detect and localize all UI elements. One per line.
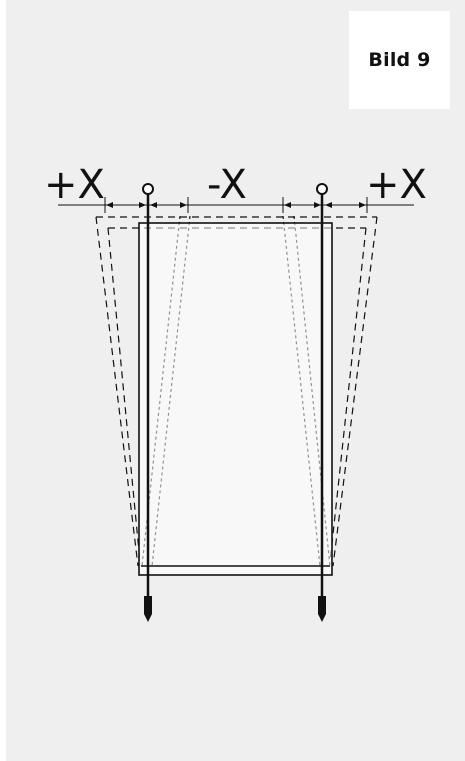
dimension-line [58, 197, 414, 213]
dimension-label-right: +X [366, 162, 427, 208]
cable-weight-left-icon [144, 596, 152, 622]
guide-cable-right [316, 183, 328, 622]
figure-badge: Bild 9 [349, 11, 450, 109]
dimension-arrows [106, 202, 366, 208]
guide-cable-left [142, 183, 154, 622]
blind-frame [138, 222, 333, 576]
dimension-label-center: -X [207, 162, 247, 208]
cable-weight-right-icon [318, 596, 326, 622]
figure-label: Bild 9 [368, 49, 431, 71]
dimension-label-left: +X [44, 162, 105, 208]
